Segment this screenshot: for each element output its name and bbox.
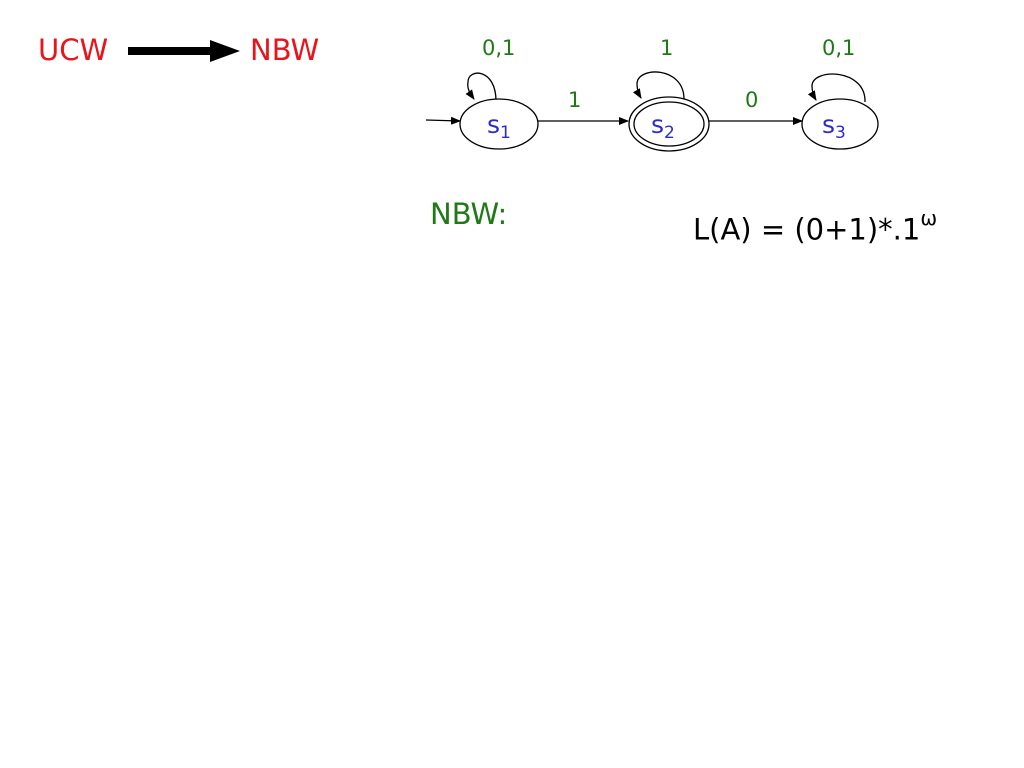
self-loop-s3-label: 0,1: [822, 36, 855, 60]
initial-state-arrow: [425, 116, 461, 125]
formula-superscript: ω: [920, 206, 938, 230]
self-loop-s1-edge: [465, 72, 497, 102]
thick-right-arrow-icon: [128, 40, 240, 62]
language-formula: L(A) = (0+1)*.1ω: [693, 204, 937, 248]
state-s3-label: s3: [822, 110, 846, 143]
title-target-automaton: NBW: [250, 33, 320, 67]
state-s2-node-outer: [628, 96, 710, 152]
title-source-automaton: UCW: [38, 33, 109, 67]
formula-main: L(A) = (0+1)*.1: [693, 212, 921, 247]
self-loop-s2-edge: [632, 71, 685, 100]
state-s2-node-inner: [633, 101, 705, 147]
self-loop-s2-label: 1: [660, 36, 673, 60]
state-s2-label: s2: [651, 110, 675, 143]
section-label-nbw: NBW:: [430, 197, 508, 231]
transition-s2-s3-label: 0: [745, 88, 758, 112]
self-loop-s3-edge: [807, 73, 866, 103]
state-s1-node: [459, 98, 539, 150]
transition-s1-s2-label: 1: [568, 88, 581, 112]
state-s1-label: s1: [487, 110, 511, 143]
state-s3-node: [801, 98, 879, 150]
self-loop-s1-label: 0,1: [482, 36, 515, 60]
